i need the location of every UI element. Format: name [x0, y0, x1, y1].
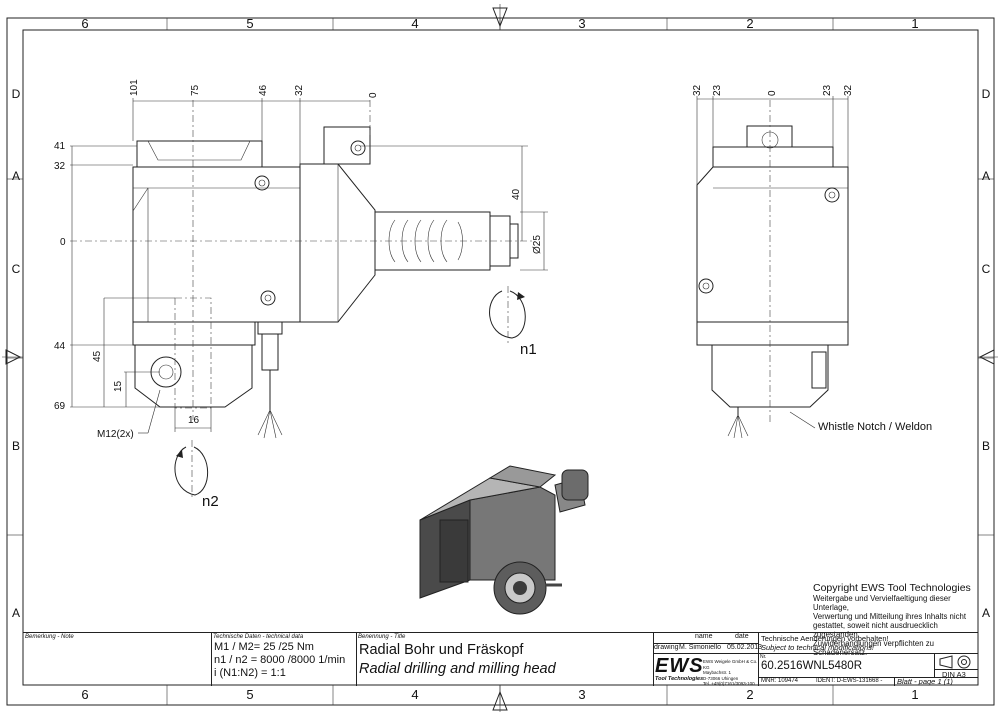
dim-label: 45 — [92, 350, 103, 362]
dim-label: 41 — [54, 141, 66, 152]
tech-line: i (N1:N2) = 1:1 — [214, 667, 286, 679]
part-cell: Technische Aenderungen vorbehalten! Subj… — [758, 633, 978, 686]
notice-en: Subject to technical modifications! — [761, 643, 874, 652]
col-label: 3 — [578, 687, 585, 702]
rotation-label: n2 — [202, 493, 219, 510]
company-line: D-73066 Uhingen — [703, 675, 739, 681]
title-de: Radial Bohr und Fräskopf — [359, 642, 524, 658]
logo-text: EWS — [655, 655, 704, 677]
drawn-table: name date drawing M. Simoniello 05.02.20… — [653, 633, 763, 687]
dim-label: Ø25 — [532, 235, 543, 254]
row-label: C — [12, 262, 21, 276]
front-view: 101 75 46 32 0 41 32 0 44 69 45 15 16 40 — [54, 79, 548, 510]
dim-label: 23 — [712, 84, 723, 96]
sheet: Blatt - page 1 (1) — [897, 677, 953, 686]
tech-line: n1 / n2 = 8000 /8000 1/min — [214, 654, 346, 666]
company-address: EWS Weigele GmbH & Co. KG Maybachstr. 1 … — [703, 659, 758, 687]
row-grid: D C B A D C B A A A — [7, 87, 994, 620]
dim-label: 0 — [368, 92, 379, 98]
dim-label: 46 — [258, 84, 269, 96]
inner-frame — [22, 29, 979, 686]
row-label: A — [982, 169, 990, 183]
row-label: A — [982, 606, 990, 620]
drawn-by: M. Simoniello — [679, 644, 722, 651]
dim-label: 32 — [54, 161, 66, 172]
projection-symbol — [938, 655, 974, 669]
remarks-header: Bemerkung - Note — [25, 634, 74, 640]
dim-label: 75 — [190, 84, 201, 96]
centering-marks — [2, 4, 998, 712]
company-line: EWS Weigele GmbH & Co. KG — [703, 659, 758, 670]
copyright-line: gestattet, soweit nicht ausdruecklich zu… — [813, 621, 938, 639]
dim-label: 101 — [129, 79, 140, 96]
title-cell: Benennung - Title Radial Bohr und Fräsko… — [356, 633, 654, 686]
dim-label: 32 — [843, 84, 854, 96]
nr-label: Nr. — [760, 654, 767, 660]
iso-view-image — [419, 465, 589, 615]
remarks-cell: Bemerkung - Note — [23, 633, 212, 686]
row-label: B — [12, 439, 20, 453]
thread-label: M12(2x) — [97, 429, 134, 440]
drawing-label: drawing — [654, 644, 679, 651]
title-en: Radial drilling and milling head — [359, 661, 556, 677]
tech-line: M1 / M2= 25 /25 Nm — [214, 641, 314, 653]
dim-label: 16 — [188, 415, 200, 426]
dim-label: 23 — [822, 84, 833, 96]
col-label: 2 — [746, 16, 753, 31]
copyright-line: Zuwiderhandlungen verpflichten zu Schade… — [813, 639, 934, 657]
company-line: Maybachstr. 1 — [703, 670, 732, 675]
date-header: date — [735, 633, 749, 640]
side-view: 32 23 0 23 32 Whistle Notch / Weldon — [692, 84, 932, 439]
col-label: 2 — [746, 687, 753, 702]
col-label: 1 — [911, 16, 918, 31]
ews-logo: EWS Tool Technologies — [655, 655, 704, 682]
dim-label: 0 — [767, 90, 778, 96]
copyright-line: Weitergabe und Vervielfaeltigung dieser … — [813, 594, 951, 612]
col-label: 4 — [411, 687, 418, 702]
logo-sub: Tool Technologies — [655, 676, 704, 682]
rotation-label: n1 — [520, 341, 537, 358]
col-label: 3 — [578, 16, 585, 31]
tech-cell: Technische Daten - technical data M1 / M… — [211, 633, 357, 686]
title-block: Bemerkung - Note Technische Daten - tech… — [23, 632, 978, 686]
format: DIN A3 — [942, 670, 966, 679]
row-label: B — [982, 439, 990, 453]
row-label: C — [982, 262, 991, 276]
mnr: MNR: 109474 — [761, 678, 799, 684]
copyright-block: Copyright EWS Tool Technologies Weiterga… — [813, 582, 973, 657]
notice-de: Technische Aenderungen vorbehalten! — [761, 634, 889, 643]
weldon-note: Whistle Notch / Weldon — [818, 421, 932, 433]
copyright-title: Copyright EWS Tool Technologies — [813, 582, 971, 594]
tech-header: Technische Daten - technical data — [213, 634, 304, 640]
dim-label: 40 — [511, 188, 522, 200]
dim-label: 0 — [60, 237, 66, 248]
row-label: A — [12, 169, 20, 183]
name-header: name — [695, 633, 713, 640]
dim-label: 32 — [294, 84, 305, 96]
col-label: 5 — [246, 687, 253, 702]
dim-label: 15 — [113, 380, 124, 392]
company-line: Tel. +49(0)7161/3093-100 — [703, 681, 755, 686]
dim-label: 44 — [54, 341, 66, 352]
row-label: A — [12, 606, 20, 620]
title-header: Benennung - Title — [358, 634, 406, 640]
col-label: 1 — [911, 687, 918, 702]
drawn-date: 05.02.2013 — [727, 644, 763, 651]
ident: IDENT: D-EWS-131668 - — [816, 678, 883, 684]
dim-label: 69 — [54, 401, 66, 412]
column-grid: 6 5 4 3 2 1 6 5 4 3 2 1 — [81, 16, 919, 705]
part-number: 60.2516WNL5480R — [761, 660, 863, 672]
col-label: 5 — [246, 16, 253, 31]
col-label: 6 — [81, 16, 88, 31]
col-label: 4 — [411, 16, 418, 31]
dim-label: 32 — [692, 84, 703, 96]
row-label: D — [982, 87, 991, 101]
copyright-line: Verwertung und Mitteilung ihres Inhalts … — [813, 612, 966, 621]
row-label: D — [12, 87, 21, 101]
col-label: 6 — [81, 687, 88, 702]
